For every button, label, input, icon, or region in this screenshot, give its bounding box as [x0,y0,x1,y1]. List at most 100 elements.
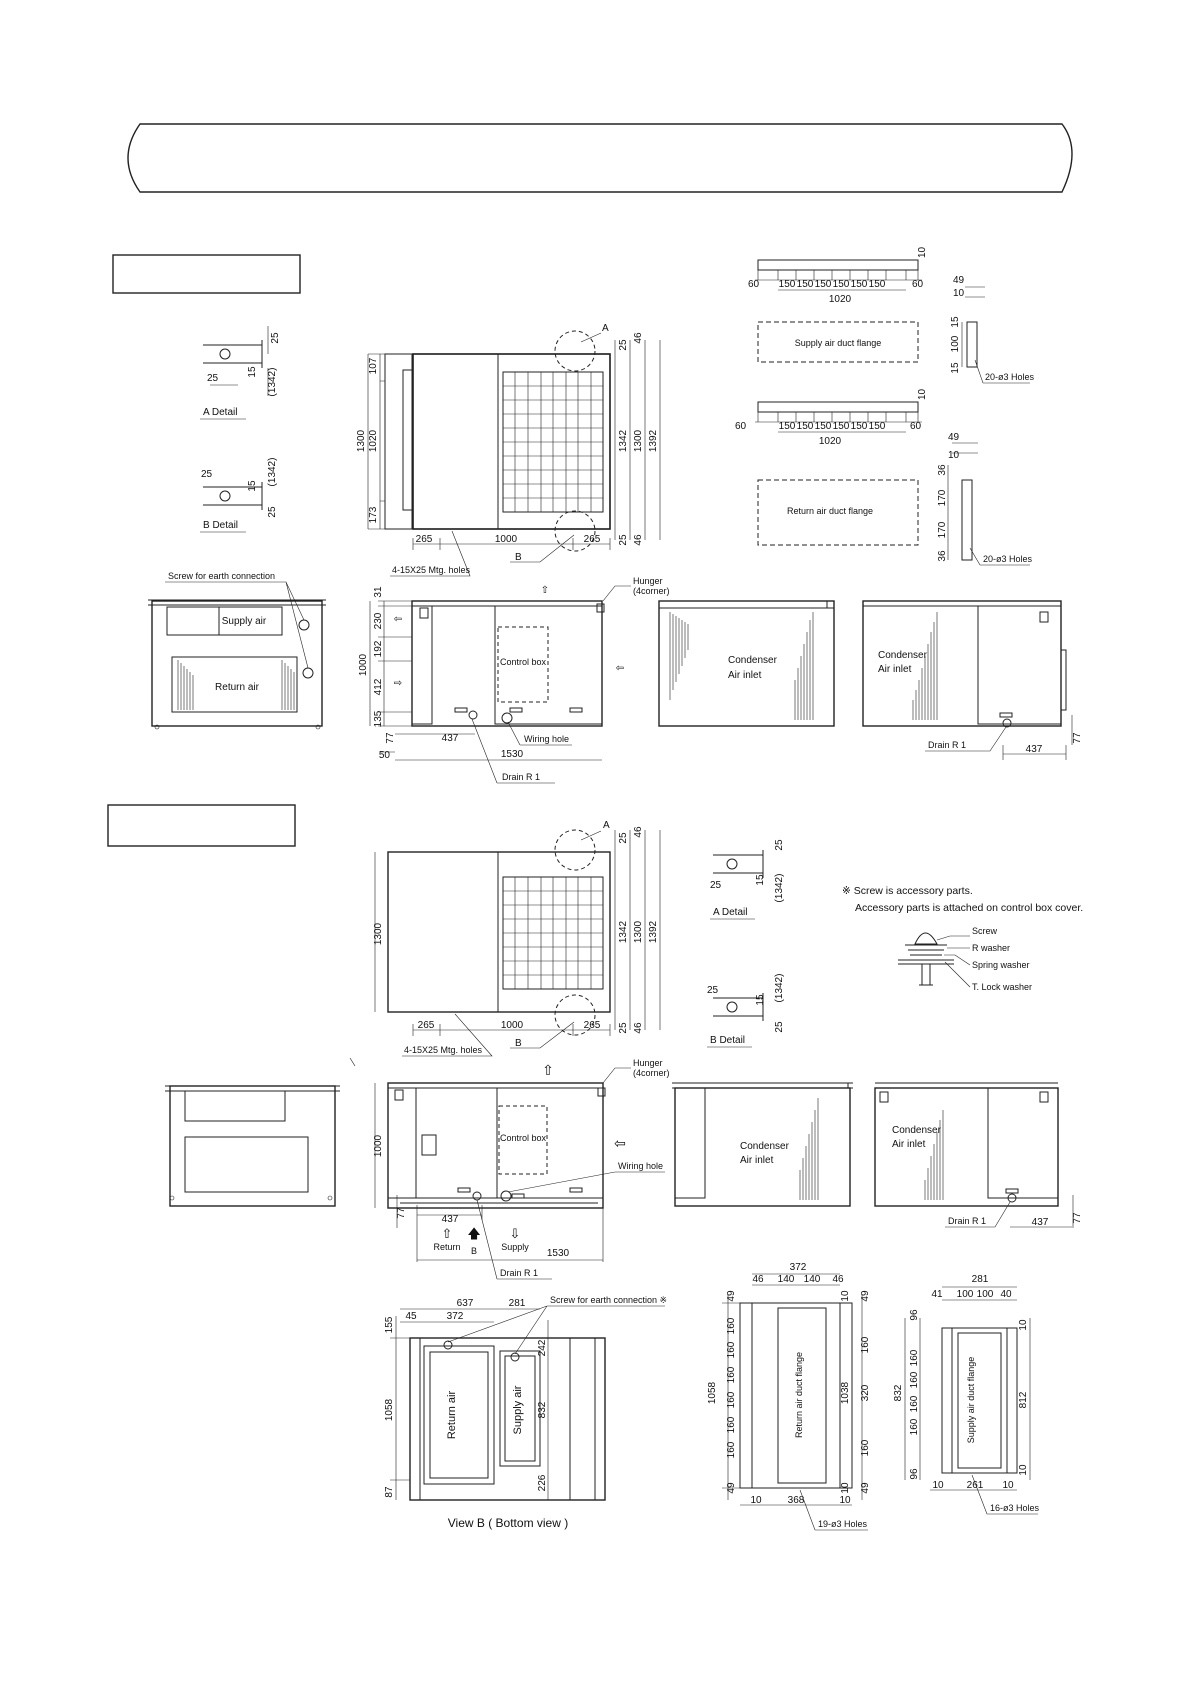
condenser-label: Condenser [740,1141,790,1152]
holes-19-label: 19-ø3 Holes [818,1519,868,1529]
dim-160: 160 [860,1336,871,1353]
dim-437: 437 [442,733,459,744]
dim-150: 150 [797,279,814,290]
dim-150: 150 [833,421,850,432]
return-label: Return [433,1242,460,1252]
dim-160: 160 [909,1371,920,1388]
air-inlet-label: Air inlet [878,664,912,675]
dim-437: 437 [1032,1217,1049,1228]
dim-77: 77 [1072,1212,1083,1224]
dim-160: 160 [726,1391,737,1408]
model-box-1 [112,254,301,294]
dim-320: 320 [860,1384,871,1401]
dim-1000: 1000 [501,1020,524,1031]
dim-31: 31 [373,586,384,598]
dim-160: 160 [726,1317,737,1334]
dim-77: 77 [396,1207,407,1219]
dim-46: 46 [633,332,644,344]
dim-25: 25 [707,985,719,996]
a-detail-1: 25 15 (1342) 25 A Detail [200,326,281,420]
dim-10: 10 [840,1290,851,1302]
dim-15: 15 [247,480,258,492]
a-detail-label: A Detail [713,907,747,918]
title-capsule [127,123,1073,193]
dim-49: 49 [953,275,965,286]
dim-1300: 1300 [373,922,384,945]
dim-10: 10 [1018,1464,1029,1476]
dim-135: 135 [373,710,384,727]
screw-label: Screw [972,926,998,936]
dim-372: 372 [447,1311,464,1322]
dim-1000: 1000 [495,534,518,545]
dim-832: 832 [537,1401,548,1418]
dim-40: 40 [1000,1289,1012,1300]
return-air-label: Return air [446,1391,458,1440]
dim-96: 96 [909,1468,920,1480]
drain-label: Drain R 1 [928,740,966,750]
dim-45: 45 [405,1311,417,1322]
screw-earth-label: Screw for earth connection [168,571,275,581]
dim-1058: 1058 [384,1398,395,1421]
dim-1392: 1392 [648,429,659,452]
dim-25: 25 [618,534,629,546]
hunger-corner-label: (4corner) [633,586,670,596]
dim-150: 150 [851,421,868,432]
note-line-2: Accessory parts is attached on control b… [855,902,1083,914]
front-view-left-1: Supply air Return air Screw for earth co… [148,571,326,730]
dim-25: 25 [270,332,281,344]
side-view-condenser-2: Condenser Air inlet [672,1082,853,1207]
t-lock-label: T. Lock washer [972,982,1032,992]
dim-25: 25 [201,469,213,480]
dim-10: 10 [948,450,960,461]
dim-170: 170 [937,521,948,538]
dim-1342: 1342 [618,429,629,452]
dim-173: 173 [368,506,379,523]
dim-49: 49 [726,1482,737,1494]
dim-1300: 1300 [633,429,644,452]
return-duct-label: Return air duct flange [794,1352,804,1438]
dim-192: 192 [373,640,384,657]
hunger-corner-label: (4corner) [633,1068,670,1078]
dim-281: 281 [972,1274,989,1285]
side-view-condenser-1: Condenser Air inlet [658,600,835,727]
holes-20-label: 20-ø3 Holes [985,372,1035,382]
dim-160: 160 [726,1441,737,1458]
dim-812: 812 [1018,1391,1029,1408]
dim-10: 10 [1018,1319,1029,1331]
dim-25: 25 [618,832,629,844]
dim-46: 46 [633,534,644,546]
supply-air-label: Supply air [512,1385,524,1434]
label-a: A [602,323,609,334]
supply-air-label: Supply air [222,616,267,627]
note-line-1: ※ Screw is accessory parts. [842,885,973,897]
bottom-view-b: Return air Supply air Screw for earth co… [384,1295,667,1530]
front-view-left-2 [165,1057,356,1207]
dim-46: 46 [832,1274,844,1285]
dim-46: 46 [633,1022,644,1034]
dim-140: 140 [804,1274,821,1285]
dim-60: 60 [748,279,760,290]
return-flange-1: 60 150 150 150 150 150 150 60 1020 10 Re… [735,388,1033,566]
dim-150: 150 [869,279,886,290]
filter-grid [503,877,603,989]
dim-25: 25 [710,880,722,891]
view-b-label: View B ( Bottom view ) [448,1516,568,1530]
control-box-label: Control box [500,1133,547,1143]
filter-grid [503,372,603,512]
label-a: A [603,820,610,831]
dim-372: 372 [790,1262,807,1273]
supply-flange-1: 60 150 150 150 150 150 150 60 1020 10 Su… [748,246,1035,384]
return-duct-flange-2: Return air duct flange 372 46 140 140 46… [707,1262,871,1531]
dim-36: 36 [937,550,948,562]
mtg-holes-label: 4-15X25 Mtg. holes [404,1045,483,1055]
dim-15: 15 [755,874,766,886]
dim-87: 87 [384,1486,395,1498]
dim-226: 226 [537,1474,548,1491]
holes-16-label: 16-ø3 Holes [990,1503,1040,1513]
dim-25: 25 [774,839,785,851]
supply-label: Supply [501,1242,529,1252]
dim-261: 261 [967,1480,984,1491]
dim-36: 36 [937,464,948,476]
dim-77: 77 [385,732,396,744]
